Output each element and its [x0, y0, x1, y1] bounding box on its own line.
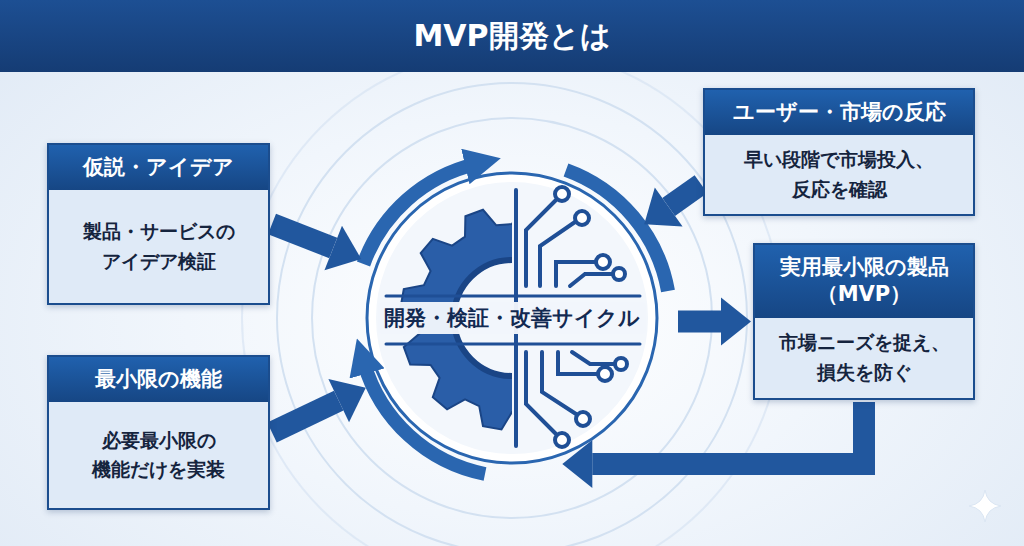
flow-arrow — [272, 224, 361, 270]
flow-arrow — [644, 184, 701, 226]
flow-arrow — [272, 379, 366, 432]
center-glow — [362, 168, 662, 468]
title-bar: MVP開発とは — [0, 0, 1024, 72]
title-text: MVP開発とは — [413, 16, 610, 57]
box-body: 市場ニーズを捉え、 損失を防ぐ — [755, 318, 973, 398]
arrow-shaft — [272, 224, 333, 248]
cycle-ring-outline — [367, 173, 657, 463]
cycle-circle: 開発・検証・改善サイクル — [372, 178, 652, 458]
info-box: ユーザー・市場の反応早い段階で市場投入、 反応を確認 — [703, 88, 975, 216]
arrow-head — [328, 379, 365, 422]
info-box: 仮説・アイデア製品・サービスの アイデア検証 — [47, 143, 270, 305]
flow-arrow — [678, 298, 751, 346]
flow-arrow — [562, 402, 864, 488]
arrow-shaft — [272, 401, 339, 433]
info-box: 実用最小限の製品 （MVP）市場ニーズを捉え、 損失を防ぐ — [753, 243, 975, 400]
box-heading: 仮説・アイデア — [49, 145, 268, 190]
cycle-arrows — [364, 164, 669, 474]
sparkle-mark — [969, 490, 1001, 522]
arrow-head — [324, 226, 361, 271]
box-heading: 実用最小限の製品 （MVP） — [755, 245, 973, 318]
cycle-label: 開発・検証・改善サイクル — [378, 302, 646, 334]
box-body: 製品・サービスの アイデア検証 — [49, 190, 268, 303]
arrow-head — [721, 298, 751, 346]
box-body: 早い段階で市場投入、 反応を確認 — [705, 135, 973, 214]
box-body: 必要最小限の 機能だけを実装 — [49, 402, 268, 508]
arrow-shaft — [592, 402, 864, 464]
arrow-shaft — [669, 184, 701, 207]
arrow-shaft — [678, 311, 721, 333]
box-heading: ユーザー・市場の反応 — [705, 90, 973, 135]
arrow-head — [562, 440, 592, 488]
arrow-head — [644, 187, 682, 226]
cycle-ring — [372, 178, 652, 458]
box-heading: 最小限の機能 — [49, 357, 268, 402]
info-box: 最小限の機能必要最小限の 機能だけを実装 — [47, 355, 270, 510]
